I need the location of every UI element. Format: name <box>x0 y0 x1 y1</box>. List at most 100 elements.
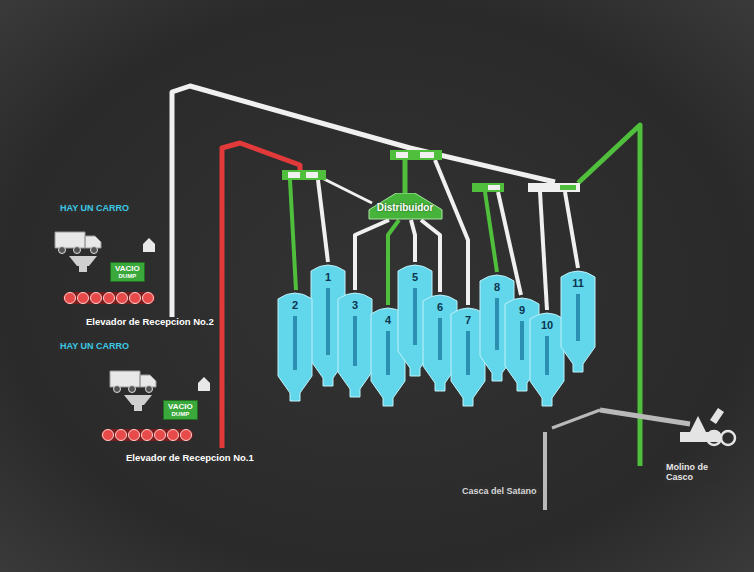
feed-pipe <box>565 192 578 268</box>
pipe-connector <box>388 220 399 305</box>
level-gauge <box>293 316 297 370</box>
distributor-head <box>396 152 408 158</box>
level-gauge <box>545 336 549 375</box>
silo-body <box>561 271 595 372</box>
silo-number: 6 <box>422 301 458 313</box>
conveyor-roller <box>155 430 166 441</box>
equipment-label: Molino de Casco <box>664 462 720 483</box>
dump-status: DUMP <box>115 273 140 280</box>
level-gauge <box>466 331 470 375</box>
distributor-head <box>306 172 318 178</box>
silo-body <box>278 293 312 401</box>
truck-wheel <box>59 247 66 254</box>
conveyor-roller <box>117 293 128 304</box>
silo-tank: 10 <box>529 310 565 407</box>
level-gauge <box>495 298 499 350</box>
truck-wheel <box>91 247 98 254</box>
silo-body <box>338 293 372 397</box>
hopper-shape <box>369 193 442 219</box>
pipe-connector <box>411 220 415 262</box>
distributor-head <box>472 183 504 192</box>
pipe-connector <box>355 220 389 290</box>
status-text: HAY UN CARRO <box>58 203 131 213</box>
silo-number: 8 <box>479 281 515 293</box>
silo-number: 9 <box>504 304 540 316</box>
distributor-hopper: Distribuidor <box>367 193 444 220</box>
level-gauge <box>438 318 442 360</box>
distributor-head <box>420 152 434 158</box>
truck-wheel <box>74 247 81 254</box>
distributor-head <box>528 183 580 192</box>
silo-tank: 11 <box>560 268 596 373</box>
mill-body <box>680 408 724 442</box>
level-gauge <box>413 288 417 345</box>
silo-tank: 3 <box>337 290 373 398</box>
equipment-label: Casca del Satano <box>460 486 539 496</box>
equipment-label: Elevador de Recepcion No.1 <box>124 453 256 464</box>
truck-body <box>110 371 156 387</box>
dump-hopper <box>69 256 97 272</box>
mill-wheel <box>721 431 735 445</box>
distributor-head <box>282 170 326 180</box>
conveyor-roller <box>143 293 154 304</box>
conveyor-roller <box>104 293 115 304</box>
conveyor-roller <box>103 430 114 441</box>
dump-status: VACIO <box>168 402 193 411</box>
equipment-label: Elevador de Recepcion No.2 <box>84 317 216 328</box>
feed-pipe <box>318 180 328 262</box>
silo-number: 1 <box>310 271 346 283</box>
truck-wheel <box>146 386 153 393</box>
level-gauge <box>520 321 524 360</box>
truck-wheel <box>114 386 121 393</box>
conveyor-roller <box>91 293 102 304</box>
dump-indicator: VACIODUMP <box>110 262 145 282</box>
house-icon <box>143 238 155 252</box>
level-gauge <box>576 294 580 341</box>
level-gauge <box>353 316 357 366</box>
mill-icon <box>680 408 735 445</box>
truck-body <box>55 232 101 248</box>
silo-number: 5 <box>397 271 433 283</box>
husk-conveyor <box>552 410 600 428</box>
conveyor-roller <box>142 430 153 441</box>
silo-number: 2 <box>277 299 313 311</box>
feed-pipe <box>322 178 372 203</box>
conveyor-roller <box>65 293 76 304</box>
level-gauge <box>386 331 390 375</box>
feed-pipe <box>540 192 547 310</box>
house-icon <box>198 377 210 391</box>
feed-pipe <box>403 160 408 193</box>
dump-status: DUMP <box>168 411 193 418</box>
conveyor-roller <box>116 430 127 441</box>
roller-conveyor <box>101 429 193 441</box>
distributor-head <box>390 150 442 160</box>
elevator-pipe <box>172 86 555 318</box>
husk-conveyor <box>600 410 690 424</box>
distributor-head <box>560 185 576 190</box>
status-text: HAY UN CARRO <box>58 341 131 351</box>
silo-number: 11 <box>560 277 596 289</box>
distributor-head <box>288 172 300 178</box>
roller-conveyor <box>63 292 155 304</box>
mill-wheel <box>707 431 721 445</box>
distributor-label: Distribuidor <box>377 202 434 214</box>
silo-number: 10 <box>529 319 565 331</box>
conveyor-roller <box>78 293 89 304</box>
conveyor-roller <box>129 430 140 441</box>
feed-pipe <box>485 192 497 272</box>
conveyor-roller <box>130 293 141 304</box>
distributor-head <box>488 185 500 190</box>
silo-tank: 2 <box>277 290 313 402</box>
feed-pipe <box>290 180 296 290</box>
husk-elevator <box>543 432 547 510</box>
dump-status: VACIO <box>115 264 140 273</box>
dump-hopper <box>124 395 152 411</box>
dump-indicator: VACIODUMP <box>163 400 198 420</box>
conveyor-roller <box>181 430 192 441</box>
conveyor-roller <box>168 430 179 441</box>
level-gauge <box>326 288 330 355</box>
truck-wheel <box>129 386 136 393</box>
silo-number: 3 <box>337 299 373 311</box>
